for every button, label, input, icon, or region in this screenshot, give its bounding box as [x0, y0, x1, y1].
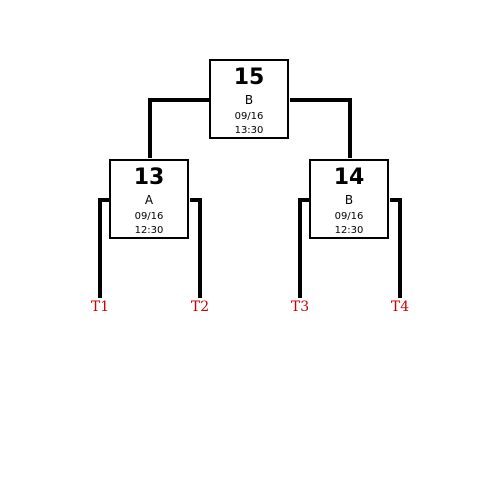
game-date: 09/16 — [134, 211, 164, 222]
connector-final-right — [290, 98, 352, 158]
connector-left-t1 — [98, 198, 110, 298]
game-date: 09/16 — [234, 111, 264, 122]
game-date: 09/16 — [334, 211, 364, 222]
game-box-left: 13 A 09/16 12:30 — [109, 159, 189, 239]
connector-right-t3 — [298, 198, 310, 298]
game-time: 13:30 — [234, 125, 264, 136]
connector-right-t4 — [390, 198, 402, 298]
game-number: 15 — [233, 65, 265, 90]
court-label: B — [244, 93, 254, 107]
game-number: 14 — [333, 165, 365, 190]
game-time: 12:30 — [334, 225, 364, 236]
court-label: A — [144, 193, 154, 207]
team-label-t1: T1 — [90, 299, 110, 315]
court-label: B — [344, 193, 354, 207]
connector-final-left — [148, 98, 210, 158]
game-time: 12:30 — [134, 225, 164, 236]
team-label-t3: T3 — [290, 299, 310, 315]
team-label-t2: T2 — [190, 299, 210, 315]
game-box-right: 14 B 09/16 12:30 — [309, 159, 389, 239]
game-number: 13 — [133, 165, 165, 190]
connector-left-t2 — [190, 198, 202, 298]
game-box-final: 15 B 09/16 13:30 — [209, 59, 289, 139]
team-label-t4: T4 — [390, 299, 410, 315]
